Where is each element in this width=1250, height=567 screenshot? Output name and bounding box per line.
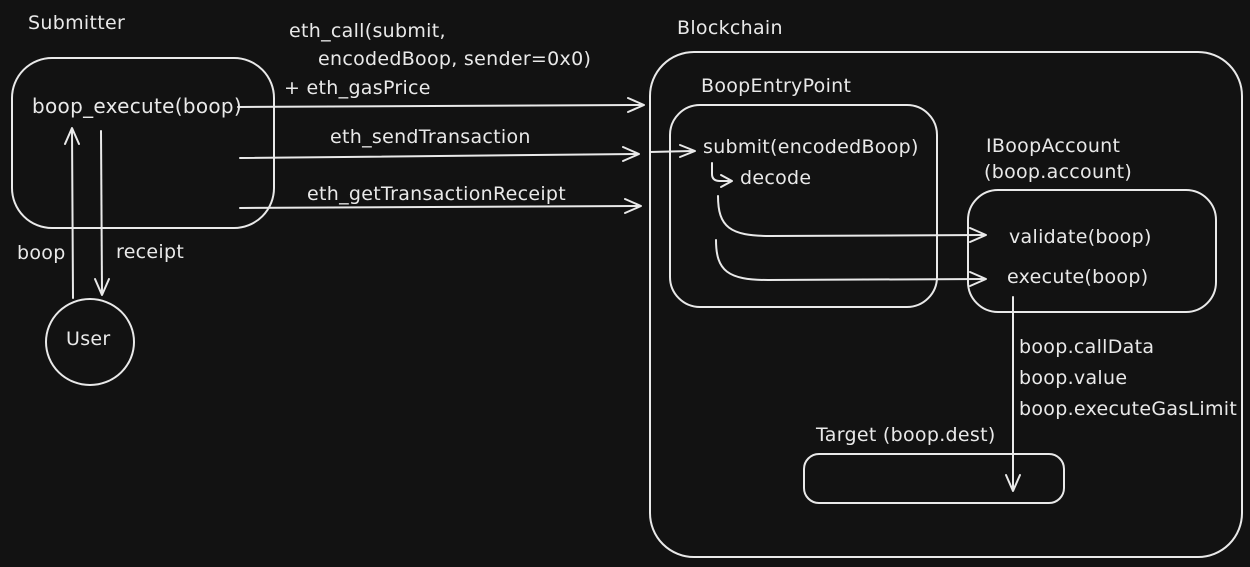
eth-call-label-line3: + eth_gasPrice bbox=[284, 77, 431, 99]
decode-arrow-icon bbox=[711, 162, 733, 188]
boop-edge-label: boop bbox=[17, 242, 66, 264]
boop-calldata-label: boop.callData bbox=[1019, 336, 1155, 358]
receipt-arrow bbox=[94, 130, 110, 296]
user-circle bbox=[45, 298, 135, 386]
boop-executegaslimit-label: boop.executeGasLimit bbox=[1019, 398, 1238, 420]
execute-to-target-arrow bbox=[1005, 296, 1021, 492]
decode-to-validate-arrow bbox=[717, 195, 987, 243]
boop-arrow bbox=[64, 127, 80, 299]
submitter-box bbox=[11, 57, 275, 229]
eth-call-label-line1: eth_call(submit, bbox=[289, 20, 446, 42]
decode-to-execute-arrow bbox=[715, 239, 987, 287]
eth-get-transaction-receipt-label: eth_getTransactionReceipt bbox=[307, 183, 567, 205]
eth-get-transaction-receipt-arrow bbox=[239, 198, 642, 214]
boop-entry-point-box bbox=[669, 104, 938, 308]
eth-call-arrow bbox=[237, 97, 645, 113]
boop-entry-point-title: BoopEntryPoint bbox=[701, 75, 852, 97]
submitter-method-label: boop_execute(boop) bbox=[32, 94, 243, 118]
iboop-account-box bbox=[967, 189, 1217, 313]
iboop-account-subtitle: (boop.account) bbox=[984, 161, 1133, 183]
decode-step-label: decode bbox=[740, 167, 812, 189]
eth-call-label-line2: encodedBoop, sender=0x0) bbox=[318, 48, 592, 70]
target-box bbox=[803, 453, 1065, 504]
eth-send-transaction-label: eth_sendTransaction bbox=[330, 126, 531, 148]
target-title: Target (boop.dest) bbox=[816, 424, 996, 446]
validate-method-label: validate(boop) bbox=[1009, 226, 1152, 248]
submit-method-label: submit(encodedBoop) bbox=[703, 136, 919, 158]
iboop-account-title: IBoopAccount bbox=[986, 135, 1121, 157]
receipt-edge-label: receipt bbox=[116, 241, 185, 263]
execute-method-label: execute(boop) bbox=[1007, 266, 1149, 288]
eth-send-transaction-arrow bbox=[239, 144, 696, 162]
blockchain-box bbox=[649, 51, 1243, 558]
blockchain-title: Blockchain bbox=[677, 17, 783, 39]
submitter-title: Submitter bbox=[28, 12, 126, 34]
user-label: User bbox=[66, 328, 111, 350]
boop-value-label: boop.value bbox=[1019, 367, 1128, 389]
